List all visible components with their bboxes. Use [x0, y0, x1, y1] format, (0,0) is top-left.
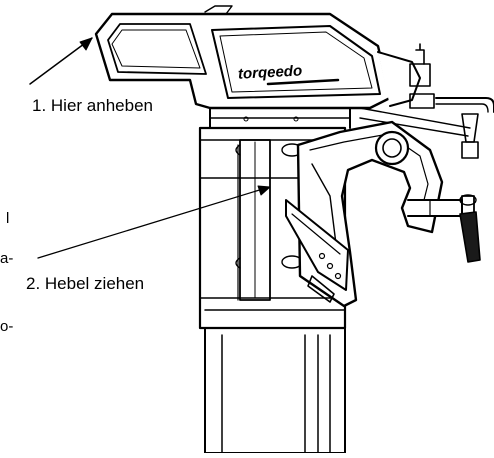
edge-text-fragment-2: a- [0, 250, 14, 267]
label-lift-here: 1. Hier anheben [30, 96, 155, 116]
pointer-line-lift [29, 37, 93, 85]
pointer-arrowhead-lift [79, 37, 93, 51]
motor-shaft [204, 324, 346, 454]
brand-logo-text: torqeedo [238, 62, 303, 82]
pointer-arrowhead-lever [257, 185, 271, 196]
edge-text-fragment-1: l [6, 210, 10, 227]
edge-text-fragment-3: o- [0, 318, 14, 335]
label-pull-lever: 2. Hebel ziehen [24, 274, 147, 294]
pointer-line-lever [37, 187, 267, 259]
clamp-screw [407, 194, 481, 263]
motor-cover [94, 5, 392, 129]
clamp-bracket [285, 120, 444, 308]
